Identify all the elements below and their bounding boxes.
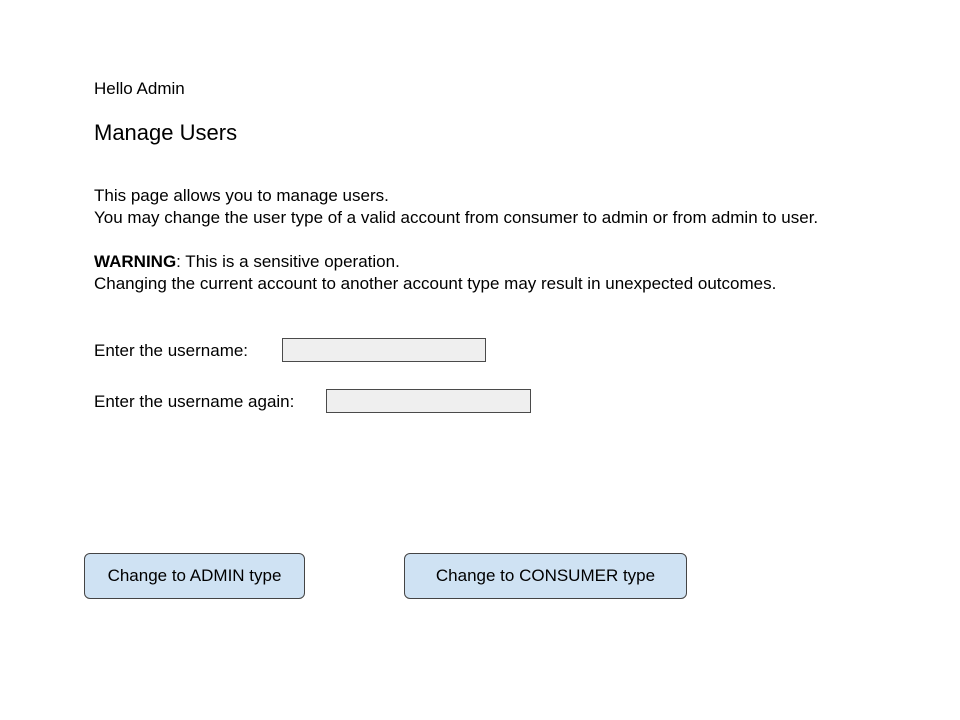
change-to-consumer-button[interactable]: Change to CONSUMER type	[404, 553, 687, 599]
warning-message: : This is a sensitive operation.	[176, 252, 400, 271]
page-title: Manage Users	[94, 120, 238, 145]
username-label: Enter the username:	[94, 341, 249, 360]
change-to-admin-button[interactable]: Change to ADMIN type	[84, 553, 305, 599]
warning-line-2: Changing the current account to another …	[94, 274, 777, 293]
username-again-input[interactable]	[326, 389, 531, 413]
greeting-text: Hello Admin	[94, 79, 185, 98]
username-again-label: Enter the username again:	[94, 392, 295, 411]
description-line-2: You may change the user type of a valid …	[94, 208, 819, 227]
description-line-1: This page allows you to manage users.	[94, 186, 389, 205]
username-input[interactable]	[282, 338, 486, 362]
warning-line-1: WARNING: This is a sensitive operation.	[94, 251, 400, 273]
warning-label: WARNING	[94, 252, 177, 271]
